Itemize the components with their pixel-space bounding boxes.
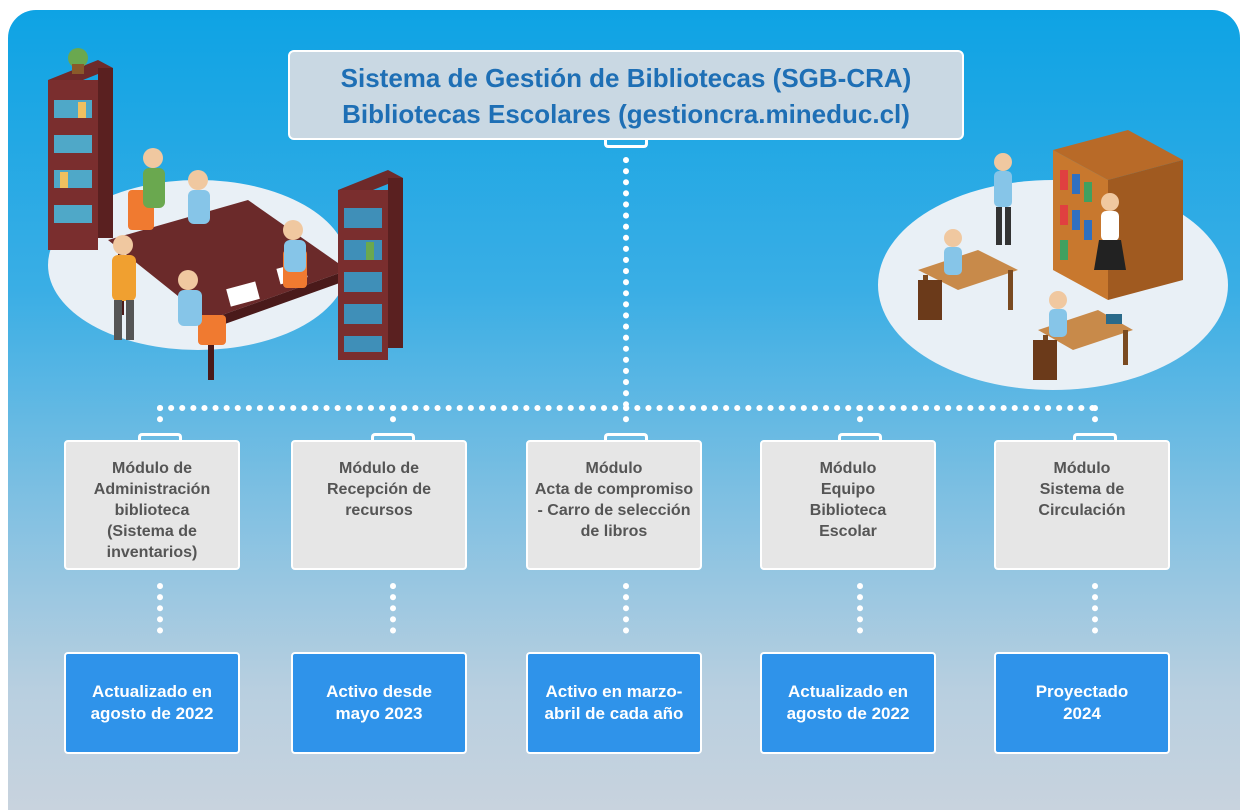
diagram-canvas: Sistema de Gestión de Bibliotecas (SGB-C… [8,10,1240,810]
module-tab [138,433,182,441]
system-title-line1: Sistema de Gestión de Bibliotecas (SGB-C… [340,63,912,93]
module-label: Módulo de Administración biblioteca (Sis… [93,460,211,561]
status-box-circulacion: Proyectado 2024 [994,652,1170,754]
module-box-recepcion: Módulo de Recepción de recursos [291,440,467,570]
status-box-equipo: Actualizado en agosto de 2022 [760,652,936,754]
status-label: Activo desde mayo 2023 [326,682,432,723]
status-label: Proyectado 2024 [1035,682,1129,723]
module-label: Módulo Sistema de Circulación [1038,460,1126,519]
module-box-equipo: Módulo Equipo Biblioteca Escolar [760,440,936,570]
library-desk-illustration [878,130,1228,390]
system-title-box: Sistema de Gestión de Bibliotecas (SGB-C… [288,50,964,140]
title-connector-tab [604,140,648,148]
module-tab [838,433,882,441]
status-box-acta: Activo en marzo- abril de cada año [526,652,702,754]
status-box-administracion: Actualizado en agosto de 2022 [64,652,240,754]
module-box-acta: Módulo Acta de compromiso - Carro de sel… [526,440,702,570]
module-label: Módulo Acta de compromiso - Carro de sel… [534,460,694,540]
module-tab [604,433,648,441]
module-box-circulacion: Módulo Sistema de Circulación [994,440,1170,570]
module-label: Módulo de Recepción de recursos [326,460,432,519]
library-reading-illustration [48,40,428,390]
module-tab [371,433,415,441]
status-box-recepcion: Activo desde mayo 2023 [291,652,467,754]
module-label: Módulo Equipo Biblioteca Escolar [809,460,887,540]
module-box-administracion: Módulo de Administración biblioteca (Sis… [64,440,240,570]
status-label: Actualizado en agosto de 2022 [786,682,910,723]
status-label: Activo en marzo- abril de cada año [544,682,684,723]
module-tab [1073,433,1117,441]
status-label: Actualizado en agosto de 2022 [90,682,214,723]
system-title-line2: Bibliotecas Escolares (gestioncra.minedu… [342,99,910,129]
